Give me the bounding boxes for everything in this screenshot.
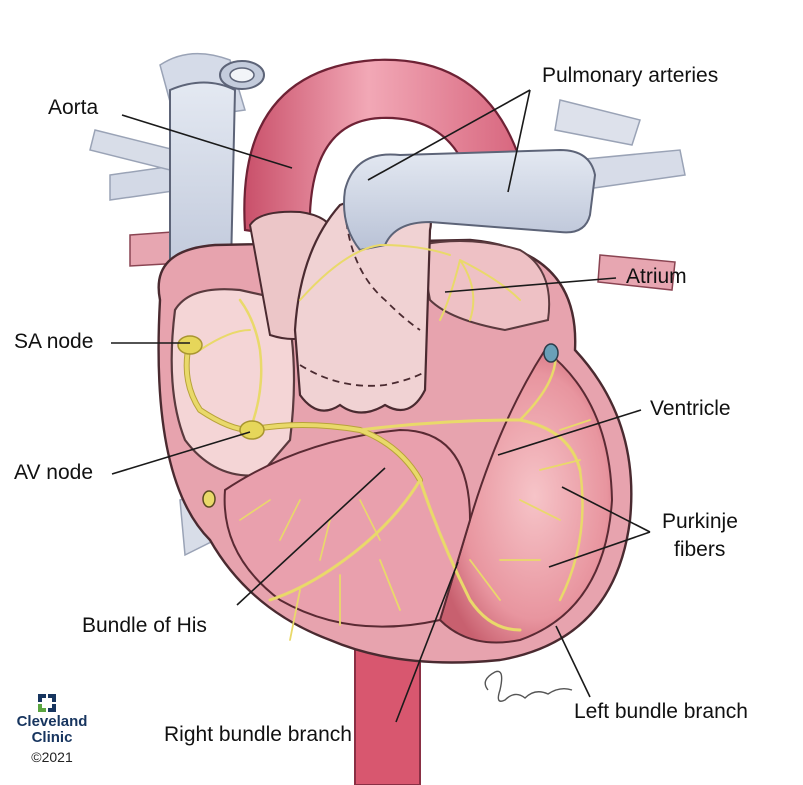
label-ventricle: Ventricle xyxy=(650,397,731,421)
label-sa-node: SA node xyxy=(14,330,93,354)
label-aorta: Aorta xyxy=(48,96,98,120)
label-fibers: fibers xyxy=(674,538,725,562)
label-right-bundle-branch: Right bundle branch xyxy=(164,723,352,747)
artist-signature xyxy=(485,671,572,701)
cleveland-clinic-branding: Cleveland Clinic ©2021 xyxy=(6,692,98,765)
label-purkinje: Purkinje xyxy=(662,510,738,534)
sa-node xyxy=(178,336,202,354)
pulmonary-artery-branch xyxy=(344,150,595,250)
label-left-bundle-branch: Left bundle branch xyxy=(574,700,748,724)
label-av-node: AV node xyxy=(14,461,93,485)
brand-name-line2: Clinic xyxy=(6,730,98,746)
label-pulmonary-arteries: Pulmonary arteries xyxy=(542,64,718,88)
coronary-opening xyxy=(203,491,215,507)
label-atrium: Atrium xyxy=(626,265,687,289)
copyright-text: ©2021 xyxy=(6,749,98,765)
brand-name-line1: Cleveland xyxy=(6,714,98,730)
av-node xyxy=(240,421,264,439)
label-bundle-of-his: Bundle of His xyxy=(82,614,207,638)
coronary-opening xyxy=(544,344,558,362)
